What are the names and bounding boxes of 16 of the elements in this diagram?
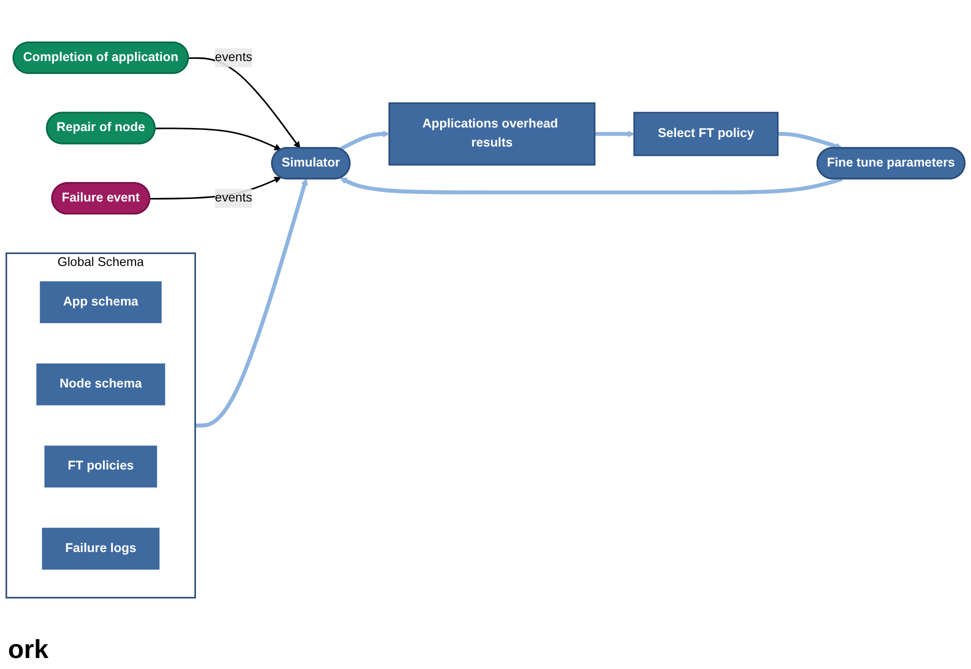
- arrow: [594, 130, 634, 138]
- node-box: Node schema: [36, 362, 166, 406]
- arrow: [339, 130, 390, 151]
- arrow: [195, 178, 308, 428]
- arrow: [155, 128, 282, 150]
- edge-label: events: [214, 50, 252, 64]
- node-box: Select FT policy: [633, 112, 779, 156]
- edge-label: events: [214, 191, 252, 205]
- node-box: Failure logs: [41, 526, 160, 570]
- arrow: [340, 177, 843, 194]
- node-box: FT policies: [44, 444, 158, 488]
- node-box: Applications overhead results: [388, 102, 596, 166]
- arrow: [188, 57, 300, 148]
- node-box: App schema: [39, 280, 162, 324]
- cut-off-heading-text: ork: [8, 634, 48, 664]
- arrow: [778, 132, 842, 150]
